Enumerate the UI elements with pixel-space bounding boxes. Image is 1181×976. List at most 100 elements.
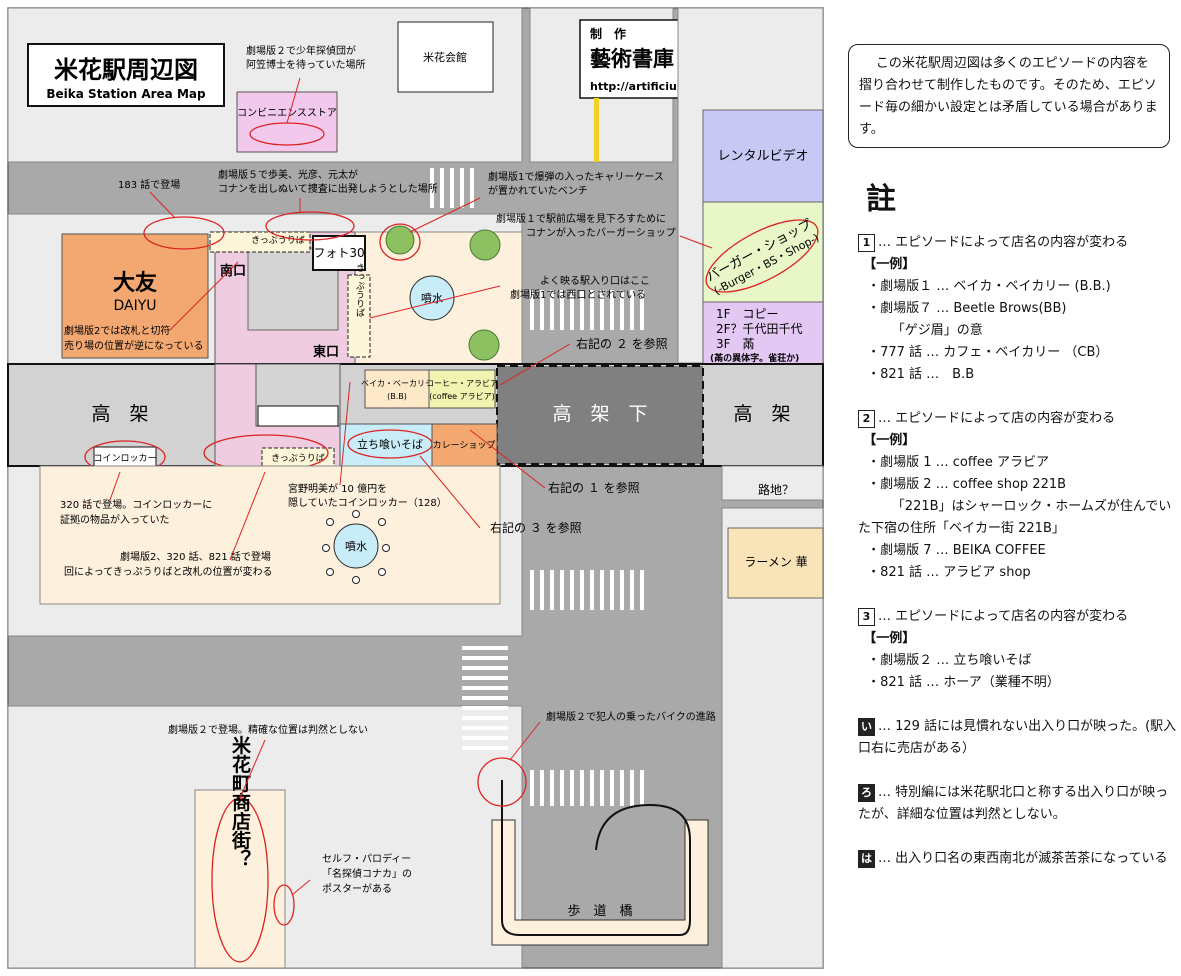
bakery-sub: (B.B): [387, 392, 407, 401]
bakery[interactable]: [364, 369, 430, 409]
tree-3: [468, 329, 500, 361]
anno-6-line1: よく映る駅入り口はここ: [540, 275, 650, 287]
note-1-mark: 1: [858, 233, 875, 252]
note-1-item: ・777 話 … カフェ・ベイカリー （CB）: [867, 345, 1109, 360]
kippu-top-label: きっぷうりば: [251, 235, 305, 246]
note-2-item: ・劇場版 7 … BEIKA COFFEE: [867, 543, 1046, 558]
note-3: 3… エピソードによって店名の内容が変わる 【一例】 ・劇場版２ … 立ち喰いそ…: [858, 606, 1178, 694]
beika-hall[interactable]: [397, 21, 494, 93]
burger-shop[interactable]: [702, 201, 824, 303]
stairs: [257, 405, 339, 427]
ramen-shop[interactable]: [727, 527, 824, 599]
note-i-text: … 129 話には見慣れない出入り口が映った。(駅入口右に売店がある）: [858, 719, 1177, 756]
title-jp: 米花駅周辺図: [54, 56, 198, 84]
marker-burger: [705, 219, 819, 293]
note-1-item: ・劇場版１ … ベイカ・ベイカリー (B.B.): [867, 279, 1111, 294]
under-elevated: 高 架 下: [552, 403, 647, 425]
kippu-vertical-label: きっぷうりば: [354, 263, 365, 317]
anno-4-line2: が置かれていたベンチ: [488, 184, 588, 197]
daiyu-store[interactable]: [61, 233, 209, 359]
east-exit[interactable]: 東口: [313, 344, 339, 360]
note-i-mark: い: [858, 717, 875, 736]
ramen-label: ラーメン 華: [744, 555, 807, 569]
note-2-item: ・劇場版 1 … coffee アラビア: [867, 455, 1049, 470]
anno-4-line1: 劇場版1で爆弾の入ったキャリーケース: [488, 170, 664, 183]
anno-11: 劇場版２で登場。精確な位置は判然としない: [168, 723, 368, 736]
credit-name: 藝術書庫: [590, 47, 674, 71]
note-2-item: 「221B」はシャーロック・ホームズが住んでいた下宿の住所「ベイカー街 221B…: [858, 499, 1172, 536]
south-exit[interactable]: 南口: [220, 263, 246, 279]
anno-12: 劇場版２で犯人の乗ったバイクの進路: [546, 710, 716, 723]
note-1-example: 【一例】: [863, 257, 916, 272]
crosswalks: [430, 168, 644, 806]
anno-7-line2: 売り場の位置が逆になっている: [64, 339, 204, 352]
note-3-example: 【一例】: [863, 631, 916, 646]
note-2-item: ・821 話 … アラビア shop: [867, 565, 1031, 580]
soba-label: 立ち喰いそば: [357, 437, 423, 451]
note-i: い… 129 話には見慣れない出入り口が映った。(駅入口右に売店がある）: [858, 716, 1178, 760]
note-3-item: ・劇場版２ … 立ち喰いそば: [867, 653, 1032, 668]
coin-locker-label: コインロッカー: [93, 453, 156, 464]
anno-13-line2: 「名探偵コナカ」の: [322, 867, 412, 880]
note-1-item: 「ゲジ眉」の意: [891, 323, 983, 338]
leader-lines: [109, 77, 713, 896]
anno-10-line1: 劇場版2、320 話、821 話で登場: [120, 550, 271, 563]
multi-tenant-building[interactable]: [702, 301, 824, 365]
note-1-item: ・821 話 … B.B: [867, 367, 975, 382]
notes-panel: この米花駅周辺図は多くのエピソードの内容を摺り合わせて制作したものです。そのため…: [830, 0, 1181, 976]
tree-2: [469, 229, 501, 261]
note-2-mark: 2: [858, 409, 875, 428]
note-2: 2… エピソードによって店の内容が変わる 【一例】 ・劇場版 1 … coffe…: [858, 408, 1178, 584]
rental-video[interactable]: [702, 109, 824, 203]
curry-shop[interactable]: [431, 423, 498, 467]
center-line: [594, 98, 599, 162]
tree-1: [385, 225, 415, 255]
anno-3-line1: 劇場版５で歩美、光彦、元太が: [218, 168, 358, 181]
note-3-head: … エピソードによって店名の内容が変わる: [878, 609, 1129, 624]
anno-8-line1: 320 話で登場。コインロッカーに: [60, 498, 212, 511]
title-box: [27, 43, 225, 107]
note-1-head: … エピソードによって店名の内容が変わる: [878, 235, 1129, 250]
alley-label: 路地？: [758, 482, 794, 497]
kippu-bottom-label: きっぷうりば: [271, 453, 325, 464]
under-elevated-area: [496, 365, 704, 465]
coffee-shop[interactable]: [428, 369, 496, 409]
fountain-posts: [322, 510, 390, 584]
anno-9-line1: 宮野明美が 10 億円を: [288, 482, 387, 495]
anno-5-line1: 劇場版１で駅前広場を見下ろすために: [496, 212, 666, 225]
notes-heading: 註: [866, 182, 896, 217]
bldg-3f-note: (㒼の異体字。雀荘か): [710, 352, 799, 364]
note-ro-mark: ろ: [858, 783, 875, 802]
note-2-head: … エピソードによって店の内容が変わる: [878, 411, 1116, 426]
alley-area: [721, 465, 824, 501]
marker-183: [143, 216, 225, 250]
anno-7-line1: 劇場版2では改札と切符: [64, 324, 170, 337]
soba-shop[interactable]: [339, 423, 433, 467]
anno-2: 183 話で登場: [118, 178, 180, 191]
note-1-item: ・劇場版７ … Beetle Brows(BB): [867, 301, 1067, 316]
bakery-label: ベイカ・ベーカリー: [361, 379, 433, 388]
ref-1: 右記の １ を参照: [548, 480, 640, 495]
note-ha-text: … 出入り口名の東西南北が滅茶苦茶になっている: [878, 851, 1168, 866]
fountain-bottom-label: 噴水: [345, 540, 367, 553]
convenience-store-label: コンビニエンスストア: [237, 107, 337, 119]
shopping-street-area: [194, 789, 286, 969]
photo30[interactable]: [312, 235, 366, 271]
curry-label: カレーショップ: [433, 440, 496, 451]
ref-3: 右記の ３ を参照: [490, 520, 582, 535]
marker-movie5: [265, 211, 355, 241]
bldg-1f: 1F コピー: [716, 307, 779, 321]
note-ro-text: … 特別編には米花駅北口と称する出入り口が映ったが、詳細な位置は判然としない。: [858, 785, 1169, 822]
note-3-item: ・821 話 … ホーア（業種不明）: [867, 675, 1060, 690]
bldg-3f: 3F 㒼: [716, 337, 755, 351]
intro-box: この米花駅周辺図は多くのエピソードの内容を摺り合わせて制作したものです。そのため…: [848, 44, 1170, 148]
photo30-label: フォト30: [313, 246, 364, 260]
note-ha: は… 出入り口名の東西南北が滅茶苦茶になっている: [858, 848, 1178, 870]
marker-bench: [379, 223, 421, 261]
anno-1-line1: 劇場版２で少年探偵団が: [246, 44, 356, 57]
note-ha-mark: は: [858, 849, 875, 868]
coffee-sub: (coffee アラビア): [429, 392, 494, 401]
note-3-mark: 3: [858, 607, 875, 626]
shopping-street-label[interactable]: 米花町商店街？: [229, 734, 252, 868]
anno-3-line2: コナンを出しぬいて捜査に出発しようとした場所: [218, 182, 438, 195]
